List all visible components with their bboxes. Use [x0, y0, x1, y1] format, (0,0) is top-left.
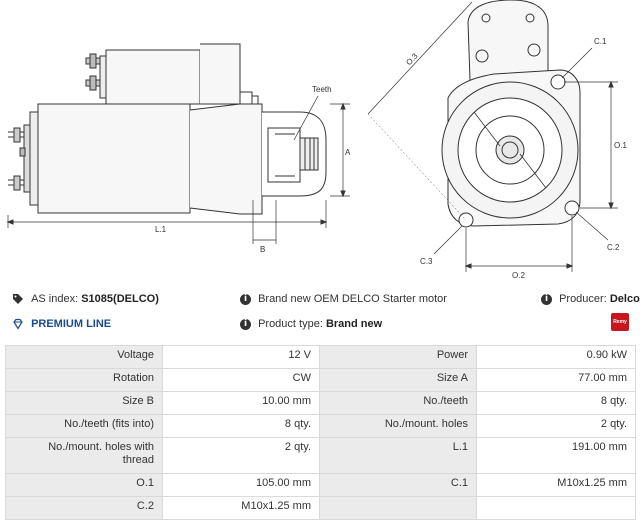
spec-value: 8 qty. — [476, 391, 636, 415]
product-info: AS index: S1085(DELCO) i Brand new OEM D… — [0, 288, 640, 340]
dim-c3-label: C.3 — [420, 257, 433, 266]
dim-c2-label: C.2 — [607, 243, 620, 252]
dim-o2-label: O.2 — [512, 271, 525, 280]
spec-label: Rotation — [5, 368, 163, 392]
spec-label: Power — [319, 345, 477, 369]
spec-value: 2 qty. — [162, 437, 320, 474]
dim-c1-label: C.1 — [594, 37, 607, 46]
info-icon: i — [240, 318, 251, 330]
spec-label: No./mount. holes with thread — [5, 437, 163, 474]
product-type-label: Product type: — [258, 318, 323, 331]
spec-value: CW — [162, 368, 320, 392]
producer-value: Delco — [609, 293, 640, 305]
table-row: No./mount. holes with thread 2 qty. L.1 … — [5, 437, 636, 474]
dim-b-label: B — [260, 245, 265, 254]
premium-line-label: PREMIUM LINE — [31, 318, 112, 331]
table-row: Size B 10.00 mm No./teeth 8 qty. — [5, 391, 636, 415]
product-type-row: i Product type: Brand new — [240, 315, 382, 333]
as-index: AS index: S1085(DELCO) — [12, 290, 159, 308]
diamond-icon — [13, 318, 23, 330]
spec-value: 8 qty. — [162, 414, 320, 438]
spec-value: 0.90 kW — [476, 345, 636, 369]
spec-label: Size A — [319, 368, 477, 392]
spec-label: No./teeth (fits into) — [5, 414, 163, 438]
spec-label: C.1 — [319, 473, 477, 497]
spec-label — [319, 496, 477, 520]
table-row: C.2 M10x1.25 mm — [5, 496, 636, 520]
spec-value: 2 qty. — [476, 414, 636, 438]
producer-row: i Producer: Delco — [541, 290, 640, 308]
producer-label: Producer: — [559, 293, 607, 306]
premium-line: PREMIUM LINE — [12, 315, 111, 333]
dim-o3-label: O.3 — [404, 51, 420, 67]
spec-label: No./teeth — [319, 391, 477, 415]
product-description: Brand new OEM DELCO Starter motor — [258, 293, 447, 306]
spec-table: Voltage 12 V Power 0.90 kW Rotation CW S… — [5, 345, 636, 520]
as-index-label: AS index: — [31, 293, 79, 306]
starter-motor-diagram: Teeth A L.1 B O.3 C.1 O.1 C.2 C.3 O.2 — [6, 0, 627, 280]
as-index-value: S1085(DELCO) — [81, 293, 159, 305]
dim-l1-label: L.1 — [155, 225, 167, 234]
remy-logo: Remy — [611, 313, 629, 331]
spec-value: 105.00 mm — [162, 473, 320, 497]
spec-label: No./mount. holes — [319, 414, 477, 438]
spec-value: M10x1.25 mm — [476, 473, 636, 497]
table-row: O.1 105.00 mm C.1 M10x1.25 mm — [5, 473, 636, 497]
spec-value: 77.00 mm — [476, 368, 636, 392]
info-icon: i — [240, 293, 251, 305]
product-type-value: Brand new — [325, 318, 383, 330]
spec-value: M10x1.25 mm — [162, 496, 320, 520]
spec-value — [476, 496, 636, 520]
info-icon: i — [541, 293, 552, 305]
spec-label: L.1 — [319, 437, 477, 474]
table-row: Voltage 12 V Power 0.90 kW — [5, 345, 636, 369]
technical-drawing: Teeth A L.1 B O.3 C.1 O.1 C.2 C.3 O.2 — [6, 0, 627, 280]
spec-label: O.1 — [5, 473, 163, 497]
spec-value: 191.00 mm — [476, 437, 636, 474]
tag-icon — [13, 294, 23, 305]
table-row: Rotation CW Size A 77.00 mm — [5, 368, 636, 392]
spec-label: Size B — [5, 391, 163, 415]
spec-label: Voltage — [5, 345, 163, 369]
spec-value: 12 V — [162, 345, 320, 369]
dim-o1-label: O.1 — [614, 141, 627, 150]
table-row: No./teeth (fits into) 8 qty. No./mount. … — [5, 414, 636, 438]
spec-label: C.2 — [5, 496, 163, 520]
teeth-label: Teeth — [312, 85, 332, 94]
spec-value: 10.00 mm — [162, 391, 320, 415]
dim-a-label: A — [345, 148, 351, 157]
description-row: i Brand new OEM DELCO Starter motor — [240, 290, 447, 308]
